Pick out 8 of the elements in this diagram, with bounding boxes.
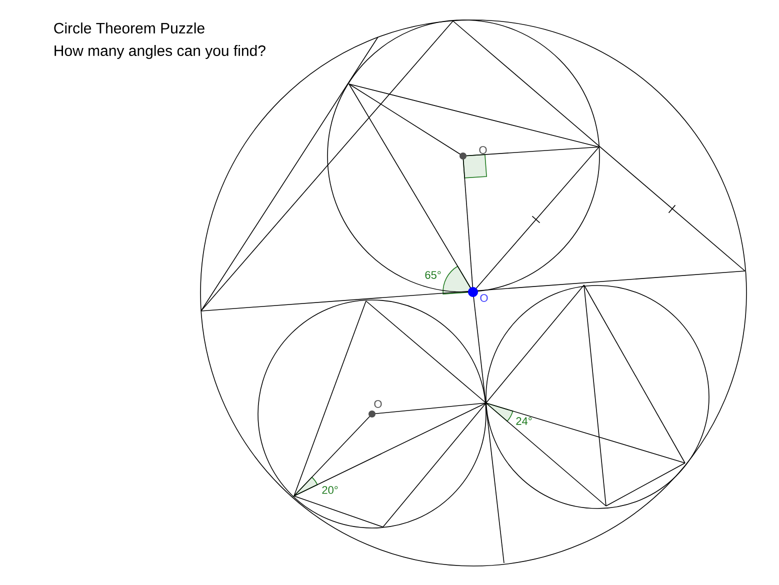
- subtitle: How many angles can you find?: [54, 45, 266, 59]
- point-label: O: [480, 294, 488, 302]
- angle-label: 65°: [425, 271, 441, 279]
- point-label: O: [479, 146, 487, 154]
- angle-label: 20°: [322, 486, 338, 494]
- title: Circle Theorem Puzzle: [54, 22, 204, 34]
- angle-label: 24°: [516, 417, 532, 425]
- point-label: O: [374, 400, 382, 408]
